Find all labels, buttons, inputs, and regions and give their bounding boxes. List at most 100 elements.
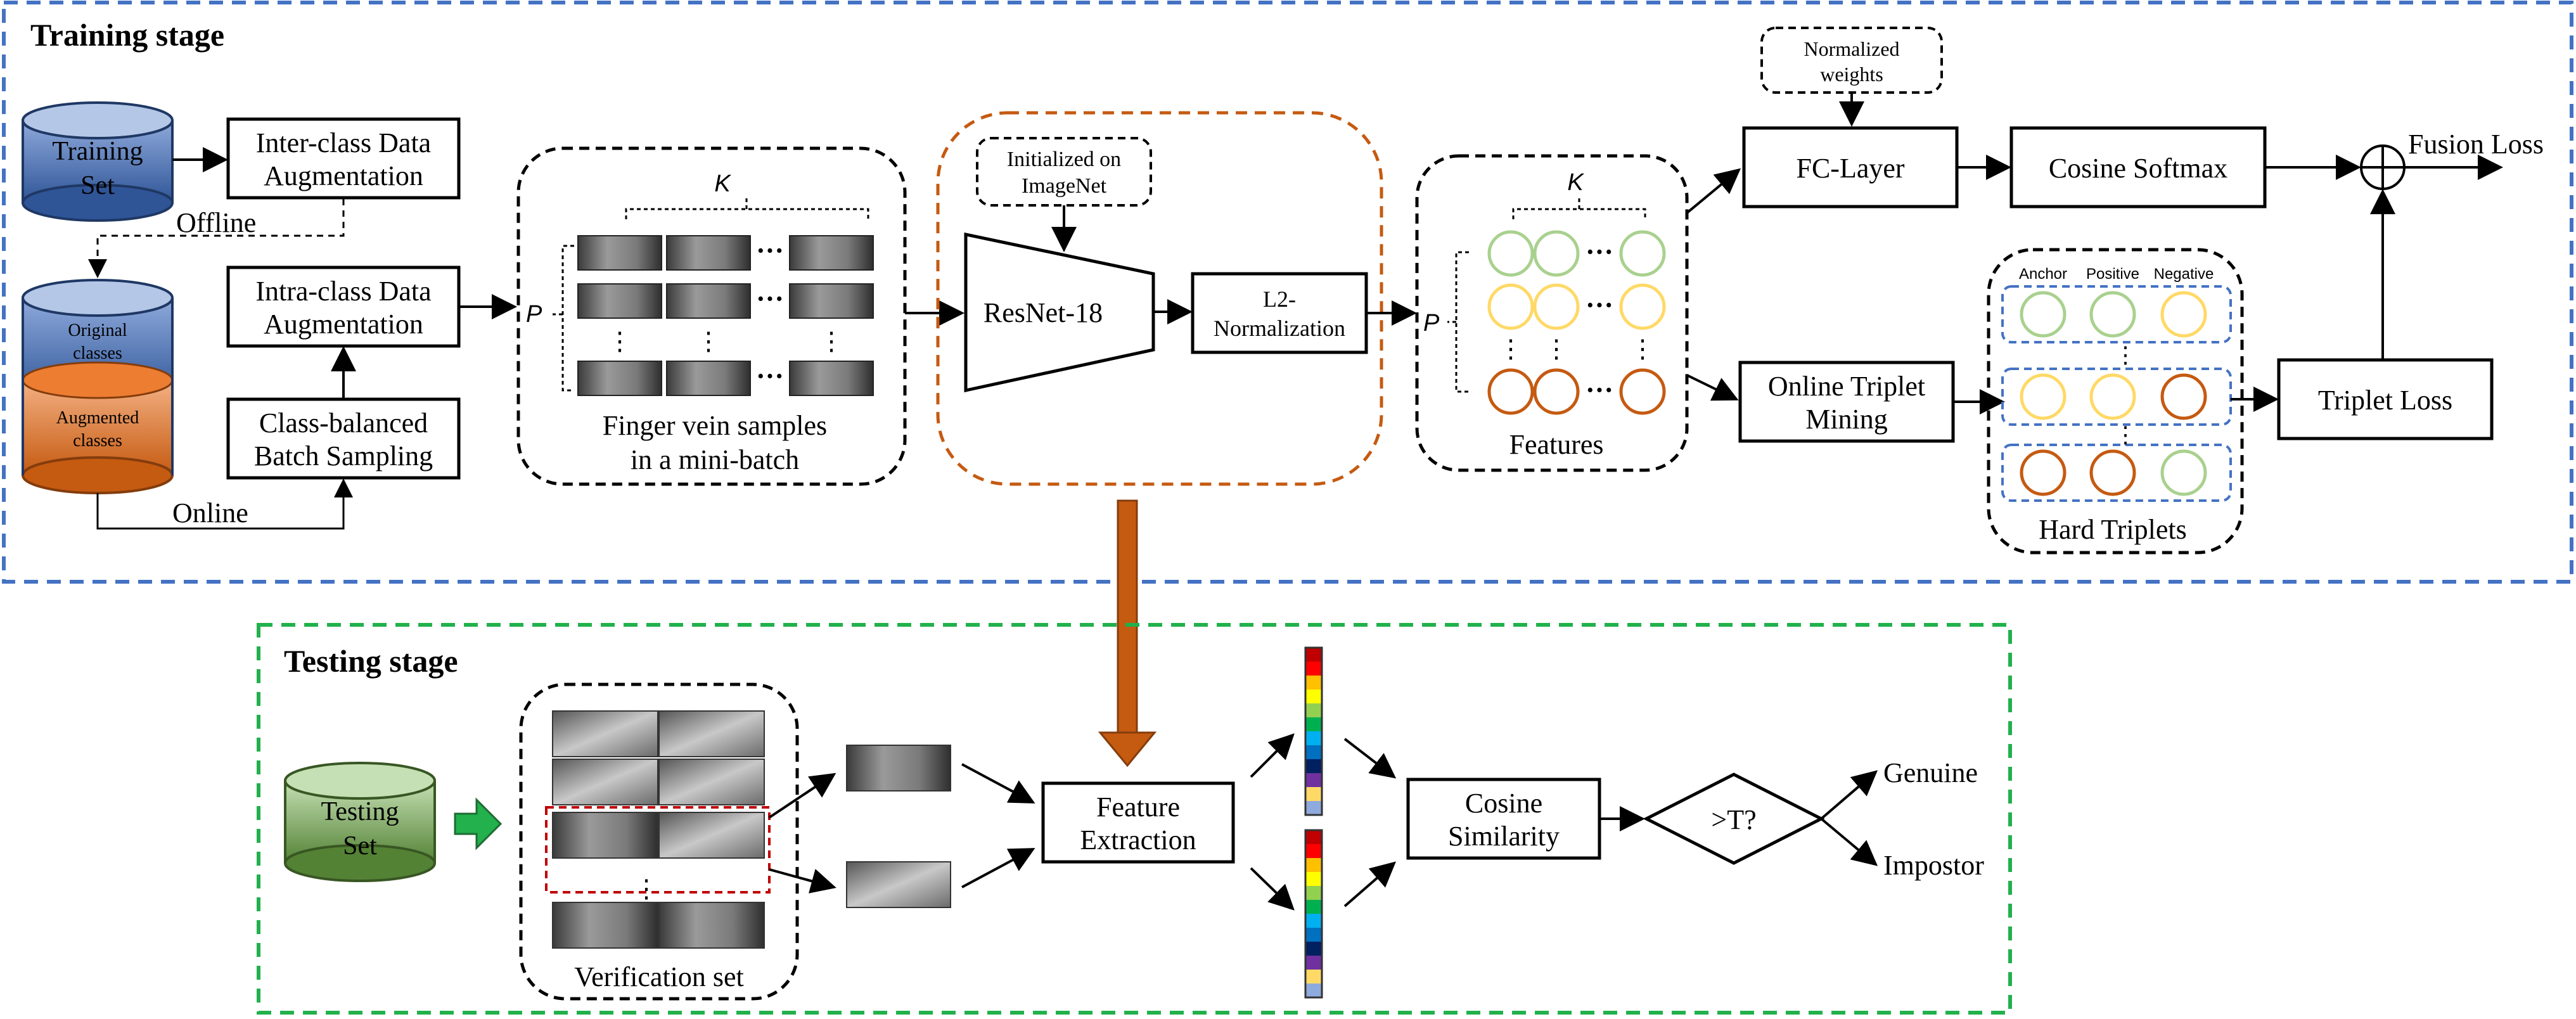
threshold-label: >T? [1711,804,1756,835]
genuine-label: Genuine [1883,757,1978,788]
features-ellipsis-3: ··· [1586,375,1613,406]
cosine-similarity-box [1406,778,1601,860]
cosine-similarity-label-2: Similarity [1448,821,1560,852]
online-path [96,478,353,530]
feature-vector-cell [1305,801,1322,815]
arrow-sample1-to-extraction [961,763,1035,804]
arrow-features-to-fc [1686,168,1741,214]
intra-class-label-2: Augmentation [264,309,423,340]
arrow-sample2-to-extraction [961,848,1035,888]
features-ellipsis-2: ··· [1586,290,1613,321]
features-p-label: P [1423,310,1440,336]
testing-set-label-2: Set [343,831,377,861]
arrow-extraction-to-vector-1 [1250,733,1295,778]
mini-batch-group [516,146,907,486]
probe-sample-2 [846,861,951,908]
feature-vector-cell [1305,900,1322,914]
augmented-classes-label-2: classes [73,431,122,451]
verification-set-group [519,683,799,1001]
online-triplet-label-2: Mining [1805,404,1888,435]
feature-vector-cell [1305,773,1322,787]
features-group [1415,154,1689,472]
features-vdots-1: ⋮ [1498,335,1523,363]
triplet-vdots-2: ⋮ [2114,422,2137,447]
feature-vector-cell [1305,830,1322,844]
offline-label: Offline [176,207,256,238]
class-balanced-sampling-box [226,397,461,480]
arrow-pair-to-sample-1 [768,772,836,819]
mini-batch-caption-1: Finger vein samples [603,410,827,441]
testing-set-database: Testing Set [284,762,436,882]
verification-vdots: ⋮ [634,875,659,903]
selected-pair-highlight [545,806,771,894]
mini-batch-vdots-2: ⋮ [696,327,721,356]
triplet-circles [2020,291,2207,496]
feature-circles [1487,230,1666,415]
feature-vector-cell [1305,928,1322,942]
triplet-row-1 [2001,285,2232,343]
feature-vector-frame [1304,646,1323,816]
fc-layer-label: FC-Layer [1796,153,1904,184]
feature-vector-cell [1305,858,1322,872]
triplet-header-positive: Positive [2086,266,2139,283]
training-set-database: Training Set [22,101,174,222]
arrow-pair-to-sample-2 [769,868,836,894]
triplet-vdots-1: ⋮ [2114,342,2137,368]
mini-batch-ellipsis-1: ··· [756,235,784,266]
sum-operator [2360,144,2406,190]
feature-vector-cell [1305,648,1322,662]
fusion-loss-label: Fusion Loss [2408,129,2544,160]
arrow-features-to-triplet-mining [1686,374,1739,401]
normalized-weights-label-1: Normalized [1804,37,1899,60]
offline-dashed-path [88,199,345,278]
features-k-label: K [1567,169,1584,196]
mini-batch-vein-grid [577,235,874,396]
intra-class-augmentation-box [226,266,461,348]
testing-input-arrow [454,797,503,850]
imagenet-label-1: Initialized on [1007,148,1121,171]
arrow-vector2-to-similarity [1343,861,1397,907]
triplet-header-negative: Negative [2154,266,2214,283]
triplet-loss-box [2277,358,2494,440]
training-stage-frame [2,1,2573,584]
verification-vein-grid [552,710,765,949]
mini-batch-caption-2: in a mini-batch [631,444,799,475]
cosine-softmax-label: Cosine Softmax [2049,153,2227,184]
class-balanced-label-2: Batch Sampling [254,440,433,471]
mini-batch-k-brace [625,198,869,219]
mini-batch-p-brace [553,245,574,392]
feature-vector-cell [1305,970,1322,984]
testing-stage-frame [257,623,2012,1015]
feature-vector-cell [1305,984,1322,997]
resnet-trapezoid [964,232,1155,393]
features-vdots-2: ⋮ [1544,335,1569,363]
testing-set-label-1: Testing [321,797,399,826]
mini-batch-ellipsis-2: ··· [756,283,784,314]
triplet-loss-label: Triplet Loss [2318,385,2452,416]
mini-batch-k-label: K [714,170,731,197]
feature-vector-frame [1304,829,1323,999]
feature-extraction-box [1041,781,1235,864]
training-set-label-1: Training [52,137,143,166]
feature-vector-cell [1305,689,1322,703]
l2-label-1: L2- [1263,286,1296,312]
arrow-threshold-to-impostor [1820,817,1878,866]
online-triplet-mining-box [1738,361,1955,443]
features-k-brace [1512,198,1646,219]
feature-vector-cell [1305,914,1322,928]
intra-class-label-1: Intra-class Data [255,276,431,307]
impostor-label: Impostor [1883,850,1984,881]
probe-sample-1 [846,745,951,791]
arrow-extraction-to-vector-2 [1250,867,1295,911]
arrow-vector1-to-similarity [1343,738,1397,779]
feature-vector-cell [1305,731,1322,745]
imagenet-label-2: ImageNet [1022,174,1107,198]
feature-vector-cell [1305,662,1322,676]
feature-vector-cell [1305,844,1322,858]
features-ellipsis-1: ··· [1586,236,1613,267]
mini-batch-ellipsis-3: ··· [756,361,784,392]
triplet-row-2 [2001,368,2232,426]
training-set-label-2: Set [80,171,115,200]
feature-vector-2 [1304,829,1323,999]
